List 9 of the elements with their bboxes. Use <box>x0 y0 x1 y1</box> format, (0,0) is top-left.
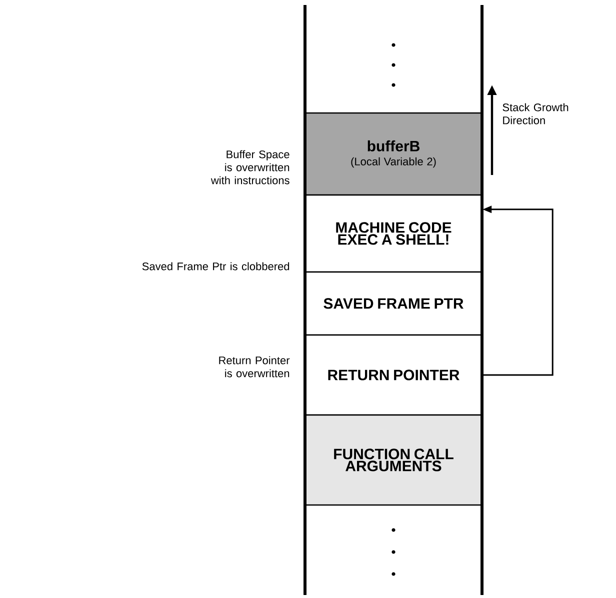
annotation: Buffer Space is overwritten with instructions <box>210 150 290 184</box>
stack-cell: RETURN POINTER <box>304 334 483 416</box>
stack-cell: SAVED FRAME PTR <box>304 271 483 336</box>
stack-cell: FUNCTION CALL ARGUMENTS <box>304 414 483 506</box>
annotation: Saved Frame Ptr is clobbered <box>142 262 290 270</box>
stack-cell: MACHINE CODE EXEC A SHELL! <box>304 194 483 273</box>
annotation: Return Pointer is overwritten <box>219 356 290 378</box>
stack-cell: bufferB (Local Variable 2) <box>304 112 483 196</box>
annotation: Stack Growth Direction <box>502 103 568 124</box>
